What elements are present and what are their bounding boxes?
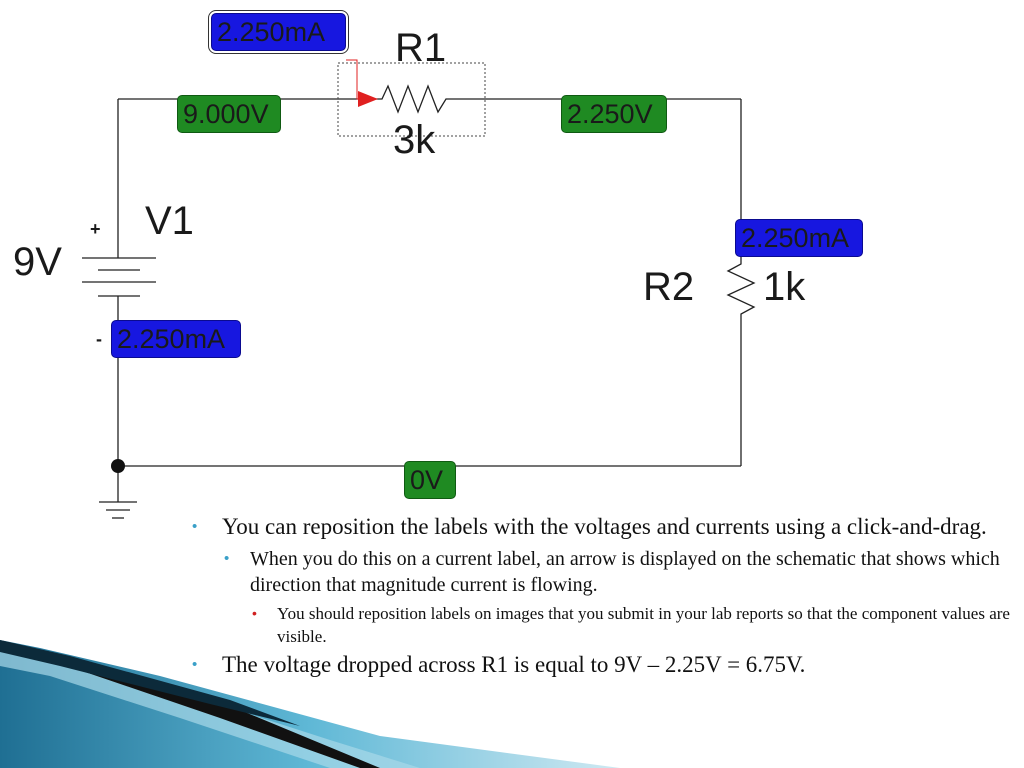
probe-v1-current[interactable]: 2.250mA — [111, 320, 241, 358]
probe-r1-current[interactable]: 2.250mA — [208, 10, 349, 54]
v1-plus-sign: + — [90, 219, 101, 239]
bullet-dot-icon: • — [224, 550, 230, 567]
current-arrow-leader — [346, 59, 360, 100]
bullet-subsubitem: • You should reposition labels on images… — [190, 602, 1020, 648]
v1-minus-sign: - — [96, 329, 102, 349]
r2-name-label: R2 — [643, 265, 695, 309]
v1-name-label: V1 — [145, 199, 194, 243]
r1-selection-box — [337, 62, 486, 137]
bullet-list: • You can reposition the labels with the… — [190, 512, 1020, 680]
bullet-text: You should reposition labels on images t… — [277, 604, 1010, 646]
probe-r2-current[interactable]: 2.250mA — [735, 219, 863, 257]
decorative-swoosh — [0, 640, 620, 768]
bullet-text: The voltage dropped across R1 is equal t… — [222, 652, 806, 677]
current-direction-arrow — [358, 91, 378, 107]
r1-value-label: 3k — [393, 118, 436, 162]
r1-name-label: R1 — [395, 26, 447, 70]
bullet-text: You can reposition the labels with the v… — [222, 514, 987, 539]
r2-value-label: 1k — [763, 265, 806, 309]
bullet-dot-icon: • — [192, 518, 198, 535]
bullet-subitem: • When you do this on a current label, a… — [190, 546, 1020, 598]
resistor-r2 — [726, 260, 756, 318]
probe-bottom-voltage[interactable]: 0V — [404, 461, 456, 499]
bullet-item: • The voltage dropped across R1 is equal… — [190, 650, 1020, 680]
bullet-dot-icon: • — [252, 605, 257, 621]
bullet-item: • You can reposition the labels with the… — [190, 512, 1020, 542]
bullet-text: When you do this on a current label, an … — [250, 548, 1000, 596]
v1-value-label: 9V — [13, 240, 62, 284]
bullet-dot-icon: • — [192, 656, 198, 673]
junction-node — [111, 459, 125, 473]
probe-right-top-voltage[interactable]: 2.250V — [561, 95, 667, 133]
probe-left-top-voltage[interactable]: 9.000V — [177, 95, 281, 133]
resistor-r1 — [338, 84, 485, 114]
